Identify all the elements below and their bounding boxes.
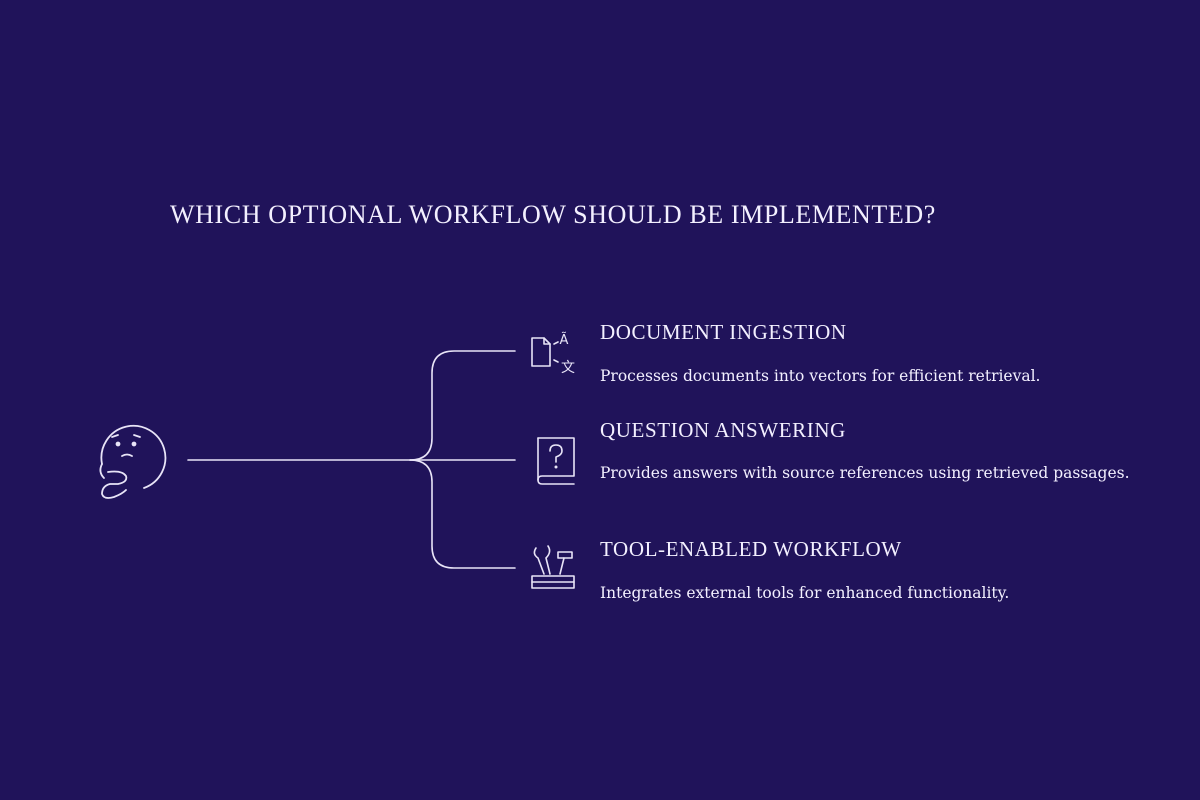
svg-text:文: 文 — [561, 360, 575, 376]
branch-line-bottom — [409, 459, 516, 569]
diagram-title: WHICH OPTIONAL WORKFLOW SHOULD BE IMPLEM… — [170, 200, 936, 229]
option-description: Provides answers with source references … — [600, 464, 1130, 482]
thinking-face-icon — [99, 424, 167, 499]
document-translate-icon: Ã 文 — [531, 332, 575, 376]
option-title: DOCUMENT INGESTION — [600, 320, 847, 344]
question-book-icon — [537, 437, 575, 485]
option-title: TOOL-ENABLED WORKFLOW — [600, 537, 902, 561]
toolbox-icon — [531, 545, 575, 589]
option-title: QUESTION ANSWERING — [600, 418, 846, 442]
branch-line-top — [409, 350, 516, 461]
option-description: Processes documents into vectors for eff… — [600, 367, 1041, 385]
option-description: Integrates external tools for enhanced f… — [600, 584, 1010, 602]
svg-text:Ã: Ã — [560, 332, 569, 348]
